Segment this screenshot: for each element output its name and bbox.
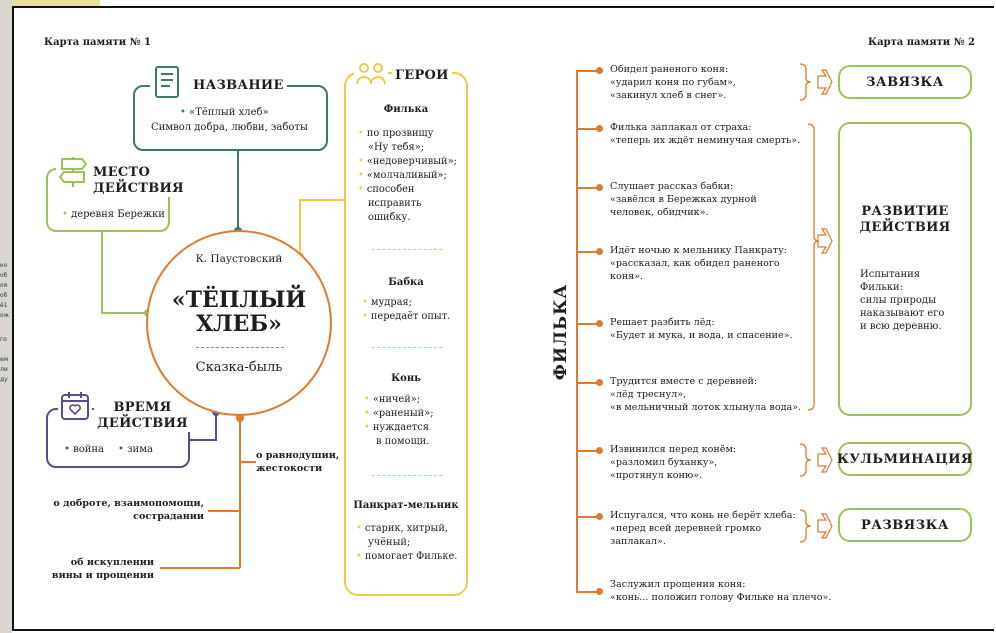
hero-kon-name: Конь	[391, 373, 421, 384]
hero-filka-traits: • по прозвищу «Ну тебя»; • «недоверчивый…	[358, 128, 457, 223]
map2-title: Карта памяти № 2	[868, 37, 976, 48]
place-item: • деревня Бережки	[62, 209, 165, 220]
stage-kulminaciya: КУЛЬМИНАЦИЯ	[837, 442, 972, 476]
title-box-header: НАЗВАНИЕ	[190, 79, 287, 92]
time-header: ВРЕМЯ ДЕЙСТВИЯ	[94, 400, 191, 432]
fragment-text: об	[0, 292, 8, 299]
theme-kindness: о доброте, взаимопомощи,сострадании	[53, 498, 204, 522]
center-title-line1: «ТЁПЛЫЙ	[171, 287, 307, 313]
center-circle	[146, 230, 332, 416]
heroes-divider	[372, 475, 442, 476]
stage-razvyazka: РАЗВЯЗКА	[838, 508, 972, 542]
fragment-text: оя	[0, 282, 8, 289]
fragment-text: ё1	[0, 302, 8, 309]
heroes-divider	[372, 249, 442, 250]
heroes-header: ГЕРОИ	[392, 68, 452, 84]
document-icon	[150, 65, 190, 101]
time-item-winter: • зима	[118, 444, 153, 455]
stage-razvitie-box	[838, 122, 972, 416]
heroes-divider	[372, 347, 442, 348]
signpost-icon	[56, 153, 90, 189]
theme-indifference: о равнодушии,жестокости	[256, 450, 340, 474]
page-frame	[12, 6, 994, 631]
map1-title: Карта памяти № 1	[44, 37, 152, 48]
hero-babka-name: Бабка	[388, 277, 424, 288]
fragment-text: ли	[0, 366, 8, 373]
title-box-line2: Символ добра, любви, заботы	[151, 122, 308, 133]
stage-zavyazka: ЗАВЯЗКА	[838, 65, 972, 99]
center-author: К. Паустовский	[195, 253, 283, 265]
fragment-text: ем	[0, 356, 9, 363]
hero-babka-traits: • мудрая; • передаёт опыт.	[362, 297, 451, 322]
stage-razvitie-text: Испытания Фильки: силы природы наказываю…	[860, 269, 945, 332]
place-header: МЕСТО ДЕЙСТВИЯ	[90, 165, 187, 197]
stage-razvitie-title: РАЗВИТИЕ ДЕЙСТВИЯ	[859, 204, 951, 235]
fragment-text: ко	[0, 262, 8, 269]
calendar-icon	[58, 389, 92, 423]
background-fragment-top	[0, 0, 100, 6]
center-genre: Сказка-быль	[195, 360, 283, 375]
timeline-axis	[576, 70, 578, 593]
background-fragment-left: ко об оя об ё1 ож го ем ли ду	[0, 0, 12, 633]
hero-pankrat-name: Панкрат-мельник	[353, 500, 459, 511]
fragment-text: об	[0, 272, 8, 279]
fragment-text: ож	[0, 312, 10, 319]
people-icon	[354, 60, 388, 88]
hero-filka-name: Филька	[383, 104, 429, 115]
hero-pankrat-traits: • старик, хитрый, учёный; • помогает Фил…	[356, 523, 458, 562]
time-item-war: • война	[64, 444, 105, 455]
heroes-box	[344, 72, 468, 596]
hero-kon-traits: • «ничей»; • «раненый»; • нуждается в по…	[364, 394, 434, 447]
fragment-text: го	[0, 336, 7, 343]
title-box-line1: • «Тёплый хлеб»	[180, 107, 269, 118]
center-title-line2: ХЛЕБ»	[196, 311, 282, 337]
center-divider	[196, 347, 284, 348]
fragment-text: ду	[0, 376, 8, 383]
